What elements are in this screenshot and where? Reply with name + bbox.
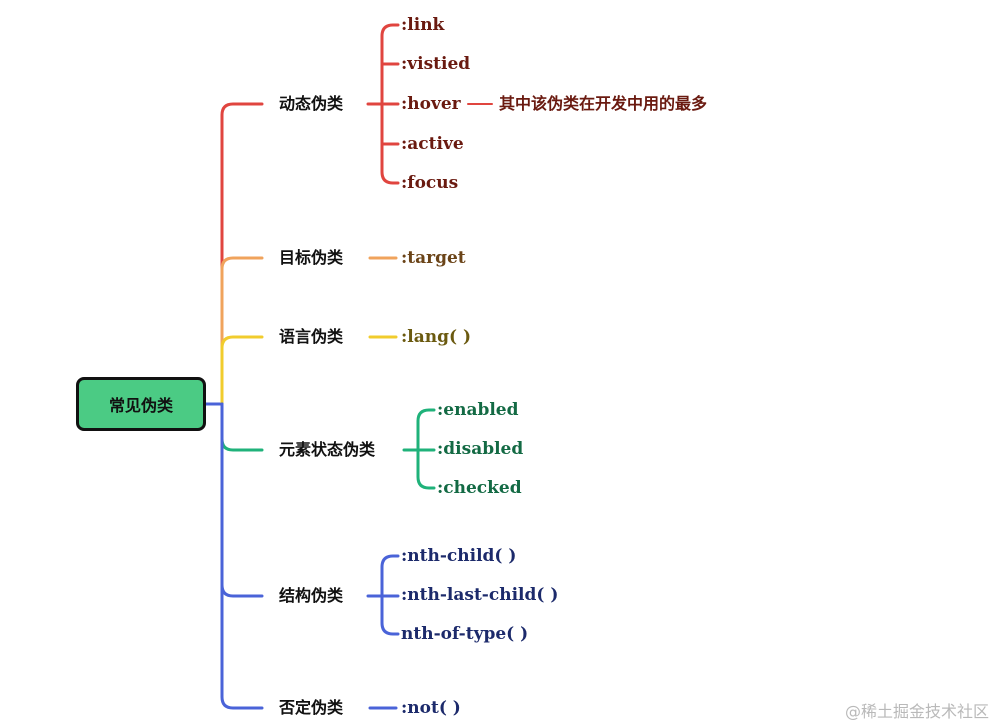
category-state: 元素状态伪类: [279, 440, 376, 459]
leaf-nth-of-type: nth-of-type( ): [401, 624, 529, 644]
leaf-enabled: :enabled: [437, 400, 519, 420]
root-node: 常见伪类: [76, 377, 206, 431]
watermark: @稀土掘金技术社区: [844, 702, 989, 721]
connector-trunk-dynamic: [220, 102, 264, 406]
leaf-hover: :hover: [401, 94, 461, 114]
category-negation: 否定伪类: [279, 698, 344, 717]
leaf-not: :not( ): [401, 698, 461, 718]
leaf-vistied: :vistied: [401, 54, 471, 74]
bracket-structure: [366, 554, 400, 636]
leaf-lang: :lang( ): [401, 327, 472, 347]
leaf-target: :target: [401, 248, 466, 268]
category-target: 目标伪类: [279, 248, 344, 267]
leaf-checked: :checked: [437, 478, 522, 498]
connector-trunk-state: [220, 402, 264, 452]
leaf-disabled: :disabled: [437, 439, 524, 459]
category-lang: 语言伪类: [279, 327, 344, 346]
leaf-nth-last-child: :nth-last-child( ): [401, 585, 559, 605]
leaf-focus: :focus: [401, 173, 459, 193]
leaf-active: :active: [401, 134, 464, 154]
category-dynamic: 动态伪类: [279, 94, 344, 113]
bracket-dynamic: [366, 23, 400, 185]
leaf-nth-child: :nth-child( ): [401, 546, 517, 566]
leaf-link: :link: [401, 15, 445, 35]
category-structure: 结构伪类: [279, 586, 344, 605]
connector-trunk-structure: [220, 402, 264, 598]
bracket-state: [402, 408, 436, 490]
hover-note: 其中该伪类在开发中用的最多: [499, 94, 708, 113]
connector-trunk-target: [220, 256, 264, 406]
connector-trunk-negation: [220, 402, 264, 710]
connector-trunk-lang: [220, 335, 264, 406]
